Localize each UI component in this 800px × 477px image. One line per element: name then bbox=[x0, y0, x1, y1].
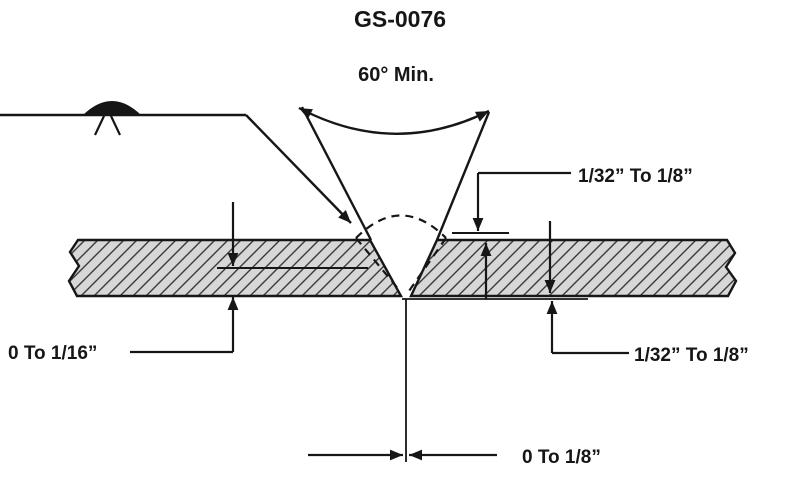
bottom-right-dimension bbox=[546, 301, 629, 355]
plate-right-hatch bbox=[409, 238, 738, 298]
plate-cross-section-right bbox=[409, 238, 738, 298]
diagram-title: GS-0076 bbox=[354, 6, 446, 32]
top-right-dim-label: 1/32” To 1/8” bbox=[578, 166, 693, 187]
bead-left-dashed-line bbox=[355, 237, 401, 292]
weld-bead-dashed-outline bbox=[355, 214, 447, 292]
top-right-dimension bbox=[452, 171, 571, 234]
center-dimension-arrows bbox=[402, 221, 588, 300]
bead-right-dashed-line bbox=[408, 237, 447, 292]
groove-left-bevel-line bbox=[300, 106, 373, 241]
weld-leader-arrow bbox=[245, 114, 352, 224]
weld-bead-symbol bbox=[83, 101, 141, 115]
angle-label: 60° Min. bbox=[358, 64, 434, 86]
bead-cap-dashed-arc bbox=[355, 214, 447, 239]
bottom-right-dim-label: 1/32” To 1/8” bbox=[634, 345, 749, 366]
left-dim-label: 0 To 1/16” bbox=[8, 343, 97, 364]
weld-symbol-legs bbox=[94, 115, 121, 136]
bottom-dimension bbox=[308, 299, 497, 462]
bottom-dim-label: 0 To 1/8” bbox=[522, 447, 601, 468]
groove-right-bevel-line bbox=[435, 111, 491, 241]
weld-symbol bbox=[0, 101, 352, 224]
angle-dimension: 60° Min. bbox=[298, 64, 490, 135]
angle-dimension-arc bbox=[298, 106, 490, 135]
left-dimension bbox=[130, 202, 368, 354]
groove-bevel-lines bbox=[300, 106, 491, 241]
